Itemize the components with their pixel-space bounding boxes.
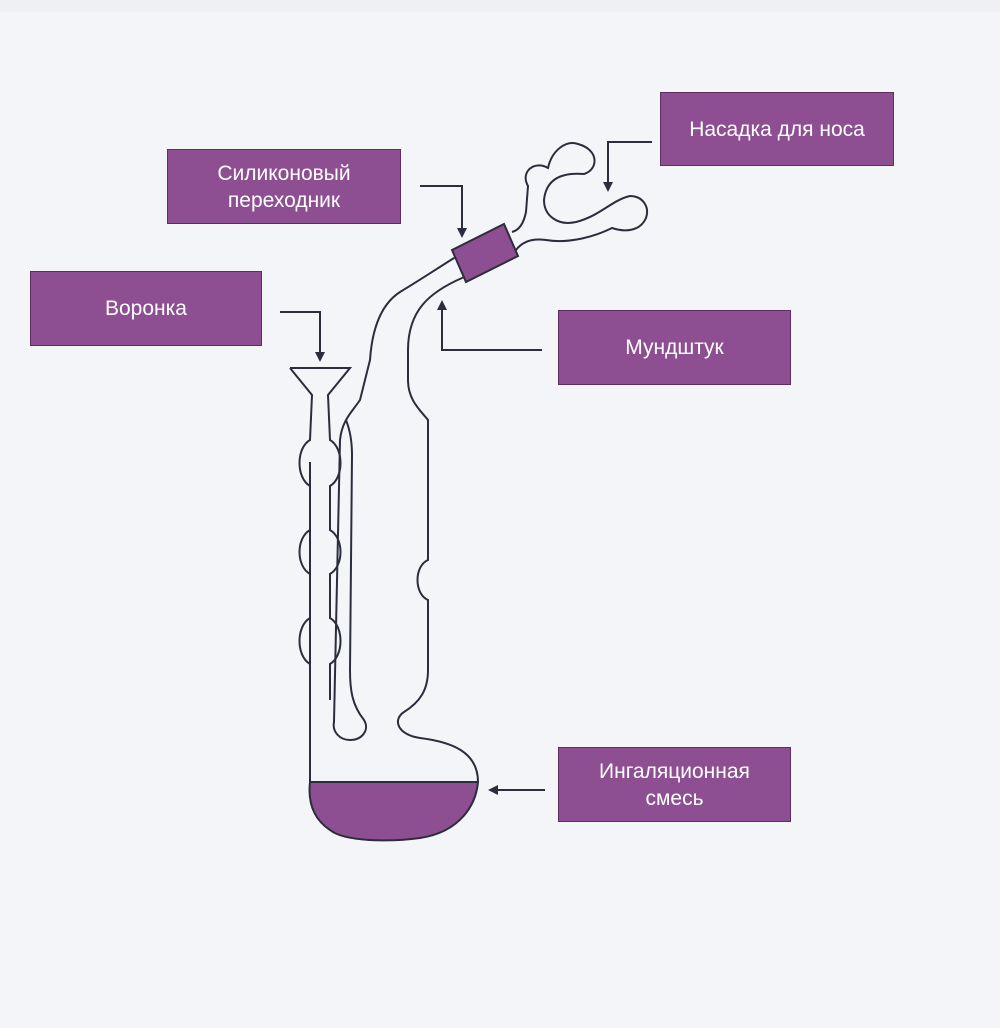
inner-tube-outline [332,257,455,741]
inhalation-mixture-liquid [308,781,480,842]
arrow-mouthpiece [437,300,542,351]
label-inhalation-mixture: Ингаляционная смесь [558,747,791,822]
label-mouthpiece: Мундштук [558,310,791,385]
top-strip [0,0,1000,12]
label-silicone-adapter: Силиконовый переходник [167,149,401,224]
label-inhalation-mixture-line2: смесь [645,786,704,810]
label-silicone-adapter-line1: Силиконовый [217,161,351,185]
arrow-funnel [280,311,325,362]
nose-attachment-outline [511,142,648,251]
label-funnel: Воронка [30,271,262,346]
silicone-adapter [450,222,520,284]
funnel-outline [289,367,353,782]
label-inhalation-mixture-line1: Ингаляционная [599,759,750,783]
arrow-nose-attachment [603,141,652,192]
arrow-silicone-adapter [420,185,467,238]
label-nose-attachment-text: Насадка для носа [689,117,865,141]
label-nose-attachment: Насадка для носа [660,92,894,166]
label-funnel-text: Воронка [105,297,187,320]
inner-tube-outline-right [345,419,368,741]
label-silicone-adapter-line2: переходник [227,188,341,212]
label-mouthpiece-text: Мундштук [625,336,724,359]
